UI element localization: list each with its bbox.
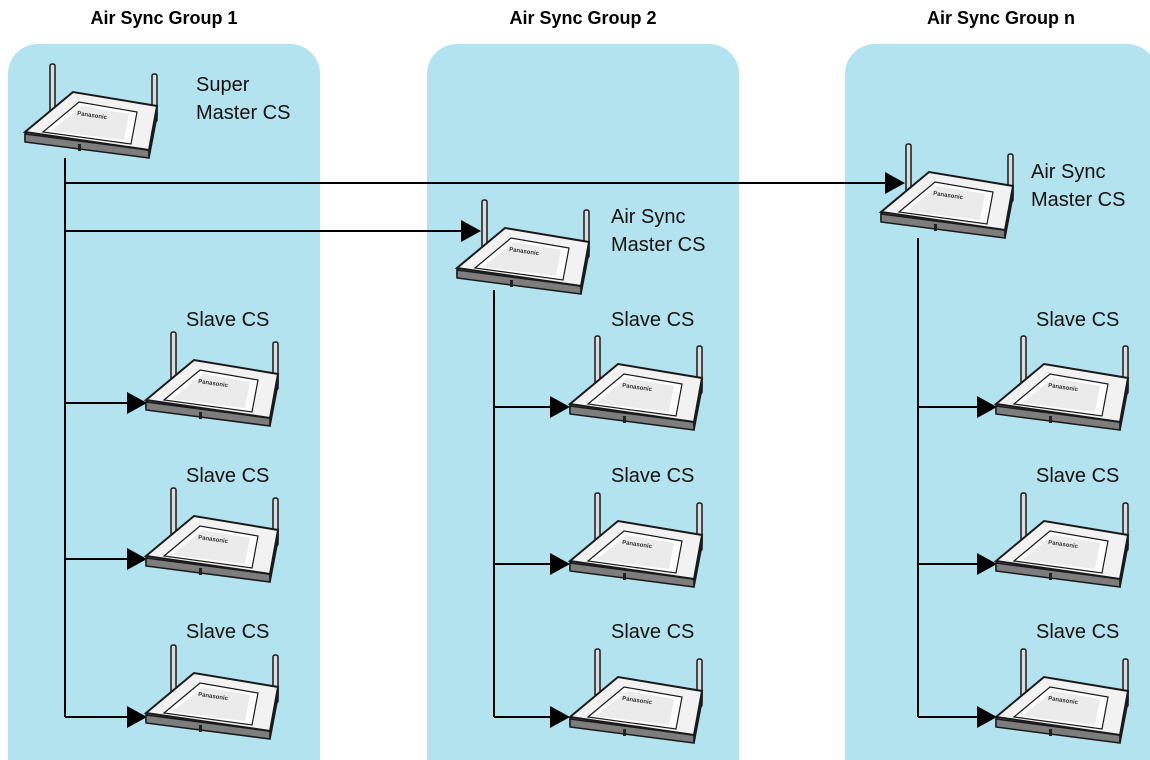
- slave-label: Slave CS: [186, 309, 270, 331]
- slave-label: Slave CS: [611, 465, 695, 487]
- arrowhead: [550, 396, 570, 418]
- arrowhead: [977, 553, 997, 575]
- master-label-n-line1: Air Sync: [1031, 161, 1106, 183]
- master-label-1: Super Master CS: [196, 71, 290, 127]
- brand-label: Panasonic: [509, 247, 540, 257]
- brand-label: Panasonic: [77, 111, 108, 121]
- arrowhead: [127, 392, 147, 414]
- master-label-n: Air Sync Master CS: [1031, 158, 1125, 214]
- brand-label: Panasonic: [1048, 383, 1079, 393]
- base-station-icon: Panasonic: [567, 335, 704, 431]
- base-station-icon: Panasonic: [454, 199, 591, 295]
- brand-label: Panasonic: [1048, 540, 1079, 550]
- arrowhead: [127, 548, 147, 570]
- brand-label: Panasonic: [622, 540, 653, 550]
- slave-label: Slave CS: [1036, 309, 1120, 331]
- group-title-2: Air Sync Group 2: [509, 8, 657, 28]
- brand-label: Panasonic: [933, 191, 964, 201]
- master-label-1-line1: Super: [196, 74, 250, 96]
- master-label-2-line2: Master CS: [611, 234, 706, 256]
- master-label-2: Air Sync Master CS: [611, 203, 705, 259]
- arrowhead: [977, 396, 997, 418]
- brand-label: Panasonic: [198, 535, 229, 545]
- brand-label: Panasonic: [198, 379, 229, 389]
- base-station-icon: Panasonic: [993, 648, 1130, 744]
- base-station-icon: Panasonic: [878, 143, 1015, 239]
- brand-label: Panasonic: [622, 696, 653, 706]
- slave-label: Slave CS: [186, 621, 270, 643]
- group-title-n: Air Sync Group n: [926, 8, 1076, 28]
- slave-label: Slave CS: [611, 309, 695, 331]
- base-station-icon: Panasonic: [143, 644, 280, 740]
- base-station-icon: Panasonic: [567, 648, 704, 744]
- brand-label: Panasonic: [198, 692, 229, 702]
- slave-label: Slave CS: [186, 465, 270, 487]
- base-station-icon: Panasonic: [22, 63, 159, 159]
- slave-label: Slave CS: [611, 621, 695, 643]
- base-station-icon: Panasonic: [567, 492, 704, 588]
- brand-label: Panasonic: [1048, 696, 1079, 706]
- master-label-2-line1: Air Sync: [611, 206, 686, 228]
- arrowhead: [550, 553, 570, 575]
- arrowhead: [885, 172, 905, 194]
- base-station-icon: Panasonic: [143, 331, 280, 427]
- slave-label: Slave CS: [1036, 621, 1120, 643]
- master-label-n-line2: Master CS: [1031, 189, 1126, 211]
- master-label-1-line2: Master CS: [196, 102, 291, 124]
- base-station-icon: Panasonic: [993, 335, 1130, 431]
- arrowhead: [550, 706, 570, 728]
- arrowhead: [977, 706, 997, 728]
- brand-label: Panasonic: [622, 383, 653, 393]
- base-station-icon: Panasonic: [993, 492, 1130, 588]
- arrowhead: [127, 706, 147, 728]
- group-title-1: Air Sync Group 1: [90, 8, 238, 28]
- base-station-icon: Panasonic: [143, 487, 280, 583]
- arrowhead: [461, 220, 481, 242]
- slave-label: Slave CS: [1036, 465, 1120, 487]
